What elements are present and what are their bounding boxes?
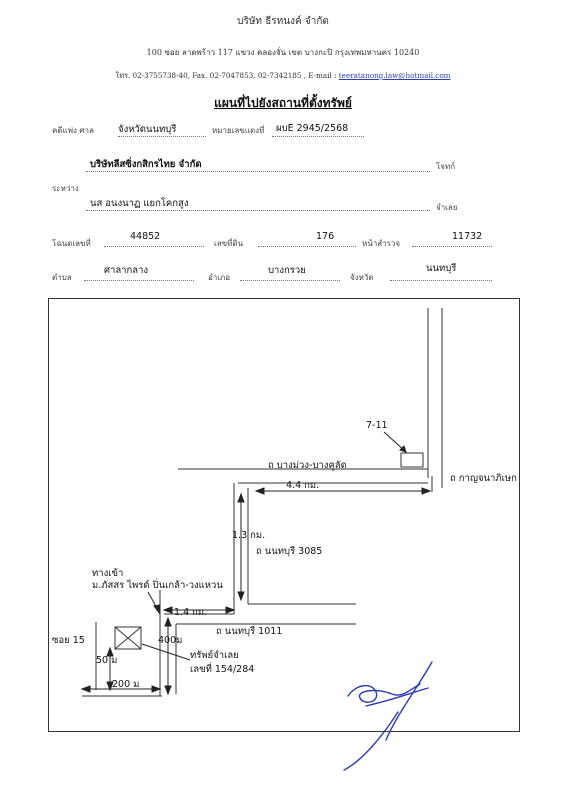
company-name: บริษัท ธีรทนงค์ จำกัด — [237, 16, 329, 27]
court-label: คดีแพ่ง ศาล — [52, 126, 94, 135]
map-frame — [48, 298, 520, 732]
subdistrict-label: ตำบล — [52, 273, 72, 282]
dist-top-label: 4.4 กม. — [286, 480, 320, 491]
province-value: นนทบุรี — [426, 263, 457, 274]
company-contact: โทร. 02-3755738-40, Fax. 02-7047853, 02-… — [0, 71, 566, 82]
dist-mid-label: 1.3 กม. — [232, 530, 266, 541]
plaintiff-value: บริษัทลีสซิ่งกสิกรไทย จำกัด — [90, 159, 202, 170]
deed-value: 44852 — [130, 231, 161, 242]
between-label: ระหว่าง — [52, 184, 79, 193]
road-mid-label: ถ นนทบุรี 3085 — [256, 546, 323, 557]
land-no-label: เลขที่ดิน — [214, 239, 244, 248]
contact-numbers: โทร. 02-3755738-40, Fax. 02-7047853, 02-… — [115, 71, 337, 80]
store-box — [400, 452, 424, 468]
entrance-label-2: ม.ภัสสร ไพรด์ ปิ่นเกล้า-วงแหวน — [92, 580, 223, 591]
signature — [343, 661, 433, 771]
land-no-value: 176 — [316, 231, 335, 242]
survey-value: 11732 — [452, 231, 483, 242]
defendant-label: จำเลย — [436, 203, 458, 212]
district-label: อำเภอ — [208, 273, 231, 282]
dist-200-label: 200 ม — [112, 679, 140, 690]
survey-label: หน้าสำรวจ — [362, 239, 401, 248]
store-label: 7-11 — [366, 420, 388, 431]
road-top-label: ถ บางม่วง-บางคูลัด — [268, 460, 347, 471]
contact-email[interactable]: teeratanong.law@hotmail.com — [338, 71, 451, 80]
dist-400-label: 400ม — [158, 635, 183, 646]
entrance-label-1: ทางเข้า — [92, 568, 124, 579]
subdistrict-value: ศาลากลาง — [104, 265, 149, 276]
deed-label: โฉนดเลขที่ — [52, 239, 91, 248]
province-label: จังหวัด — [350, 273, 374, 282]
road-right-label: ถ กาญจนาภิเษก — [450, 473, 517, 484]
road-low-label: ถ นนทบุรี 1011 — [216, 626, 283, 637]
property-label-1: ทรัพย์จำเลย — [190, 650, 239, 661]
dist-low-label: 1.4 กม. — [174, 607, 208, 618]
doc-title: แผนที่ไปยังสถานที่ตั้งทรัพย์ — [214, 96, 352, 110]
property-box — [114, 626, 142, 650]
case-no-value: ผบE 2945/2568 — [276, 123, 349, 134]
plaintiff-label: โจทก์ — [436, 162, 456, 171]
property-label-2: เลขที่ 154/284 — [190, 664, 255, 675]
dist-50-label: 50 ม — [96, 655, 118, 666]
soi-label: ซอย 15 — [52, 635, 85, 646]
company-address: 100 ซอย ลาดพร้าว 117 แขวง คลองจั่น เขต บ… — [146, 48, 420, 57]
court-value: จังหวัดนนทบุรี — [118, 124, 177, 135]
case-no-label: หมายเลขแดงที่ — [212, 126, 265, 135]
defendant-value: นส อนงนาฏ แยกโคกสูง — [90, 198, 189, 209]
district-value: บางกรวย — [268, 265, 306, 276]
